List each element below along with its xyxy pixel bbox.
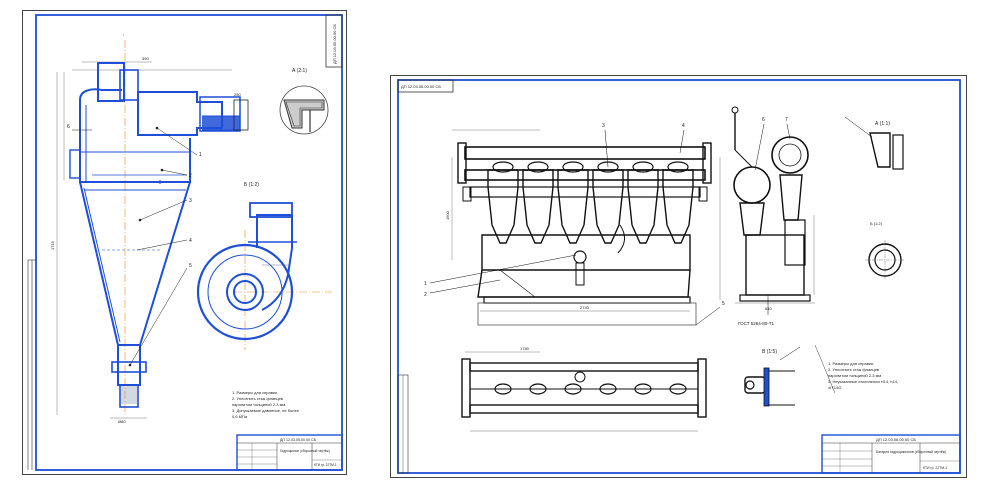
view-b-label: Б (1:2): [870, 221, 883, 226]
callout-2: 2: [424, 292, 427, 298]
cyclone-cone: [79, 181, 191, 346]
dim-inlet-label: 250: [234, 92, 241, 97]
callout-4: 4: [189, 238, 192, 244]
drawing-sheet-right: ДП 12.03.05.00.00 СБ: [390, 75, 967, 478]
view-a-label: А (1:1): [875, 121, 890, 127]
note-2: 2. Уплотнить стык фланцев: [828, 367, 879, 372]
detail-view-a: А (2:1): [279, 68, 329, 135]
note-3: паронитом толщиной 2-3 мм.: [828, 373, 882, 378]
sheet-outer-border: [390, 75, 967, 478]
plan-view-b: Б (1:2): [196, 182, 332, 350]
note-1: 1. Размеры для справки.: [232, 390, 278, 395]
cyclone-main-view: 390 ↓ 1715 250 Ø80: [50, 32, 249, 424]
drawing-sheet-left: ДП 12.03.05.00.00 СБ 390 ↓ 1715 250: [22, 10, 347, 475]
base-frame: [483, 296, 691, 304]
sheet-frame: [397, 79, 961, 474]
note-1: 1. Размеры для справки.: [828, 361, 874, 366]
side-stamp-text: ДП 12.03.05.00.00 СБ: [332, 24, 337, 64]
dim-top-span-label: 1780: [520, 346, 530, 351]
title-block: ДП 12.03.05.00.00 СБ Гидроциклон (сбороч…: [236, 434, 343, 471]
callout-6: 6: [67, 124, 70, 130]
side-header-right: [771, 136, 809, 174]
dim-overall-label: 2740: [580, 305, 590, 310]
callout-5: 5: [189, 263, 192, 269]
note-5: ±IT14/2: [828, 385, 842, 390]
view-v-label: В (1:5): [762, 349, 777, 355]
cyclone-unit: [592, 169, 624, 244]
side-stamp-text: ДП 12.03.05.00.00 СБ: [401, 84, 441, 89]
cyclone-unit: [557, 169, 589, 244]
title-name: Батарея гидроциклонов (сборочный чертёж): [876, 450, 946, 454]
sheet-outer-border: [22, 10, 347, 475]
note-2: 2. Уплотнить стык фланцев: [232, 396, 283, 401]
note-4: 3. Неуказанные отклонения H14, h14,: [828, 379, 898, 384]
header-pipe-top: [464, 146, 706, 160]
collection-tank: [481, 234, 691, 271]
title-code: ДП 12.03.05.00.00 СБ: [280, 438, 317, 442]
dim-height-label: 1600: [445, 210, 450, 220]
inlet-flange-hatch: [202, 115, 241, 131]
view-b-label: Б (1:2): [244, 182, 259, 188]
cyclone-unit: [627, 169, 659, 244]
vortex-finder: [97, 62, 125, 102]
dim-bottom-label: Ø80: [118, 419, 126, 424]
side-flange: [69, 149, 81, 179]
detail-view-b: Б (1:2): [865, 221, 905, 280]
side-header-left: [733, 166, 771, 204]
cyclone-unit: [522, 169, 554, 244]
dim-height-label: 1715: [50, 240, 55, 250]
battery-plan-view: 1780: [461, 346, 707, 432]
side-stamp-box: [325, 14, 343, 68]
callout-5: 5: [722, 301, 725, 307]
callout-1: 1: [424, 281, 427, 287]
title-block: ДП 12.03.06.00.00 СБ Батарея гидроциклон…: [821, 434, 961, 474]
sheet-frame: [35, 14, 343, 471]
callout-6: 6: [762, 117, 765, 123]
svg-text:↓: ↓: [122, 32, 124, 37]
title-name: Гидроциклон (сборочный чертёж): [280, 449, 330, 453]
title-code: ДП 12.03.06.00.00 СБ: [876, 437, 916, 442]
sheet-mark: КТИ гр. 22ТМ-1: [923, 466, 947, 470]
cyclone-unit: [487, 169, 519, 244]
battery-side-view: 640 ГОСТ 5264-80-Т1 6 7: [719, 106, 815, 326]
plan-outer-circle: [196, 243, 294, 341]
cyclone-cylinder: [79, 100, 191, 183]
left-sheet-drawing: ДП 12.03.05.00.00 СБ 390 ↓ 1715 250: [22, 10, 347, 475]
plan-inlet: [256, 214, 293, 311]
cyclone-unit: [662, 169, 694, 244]
note-4: 3. Допускаемое давление, не более: [232, 408, 300, 413]
callout-1: 1: [199, 152, 202, 158]
callout-3: 3: [189, 198, 192, 204]
battery-front-view: 1600 2740 1 2 3 4 5: [424, 123, 725, 326]
detail-view-a: А (1:1): [844, 116, 904, 170]
dim-side-w-label: 640: [765, 306, 772, 311]
right-sheet-drawing: ДП 12.03.05.00.00 СБ: [390, 75, 967, 478]
general-notes: 1. Размеры для справки. 2. Уплотнить сты…: [232, 390, 300, 419]
callout-3: 3: [602, 123, 605, 129]
gost-note: ГОСТ 5264-80-Т1: [738, 321, 775, 326]
view-a-label: А (2:1): [292, 68, 307, 74]
cyclone-units: [487, 161, 694, 244]
callout-4: 4: [682, 123, 685, 129]
floor-platform: [477, 302, 697, 326]
detail-view-v: В (1:5): [744, 346, 801, 407]
callout-7: 7: [785, 117, 788, 123]
note-3: паронитом толщиной 2-3 мм.: [232, 402, 286, 407]
sheet-mark: КТИ гр. 22ТМ-1: [314, 463, 337, 467]
side-stamp-box: [397, 79, 454, 93]
dim-top-label: 390: [142, 56, 149, 61]
note-5: 0,6 МПа: [232, 414, 248, 419]
callout-2: 2: [189, 173, 192, 179]
general-notes: 1. Размеры для справки. 2. Уплотнить сты…: [814, 344, 898, 394]
